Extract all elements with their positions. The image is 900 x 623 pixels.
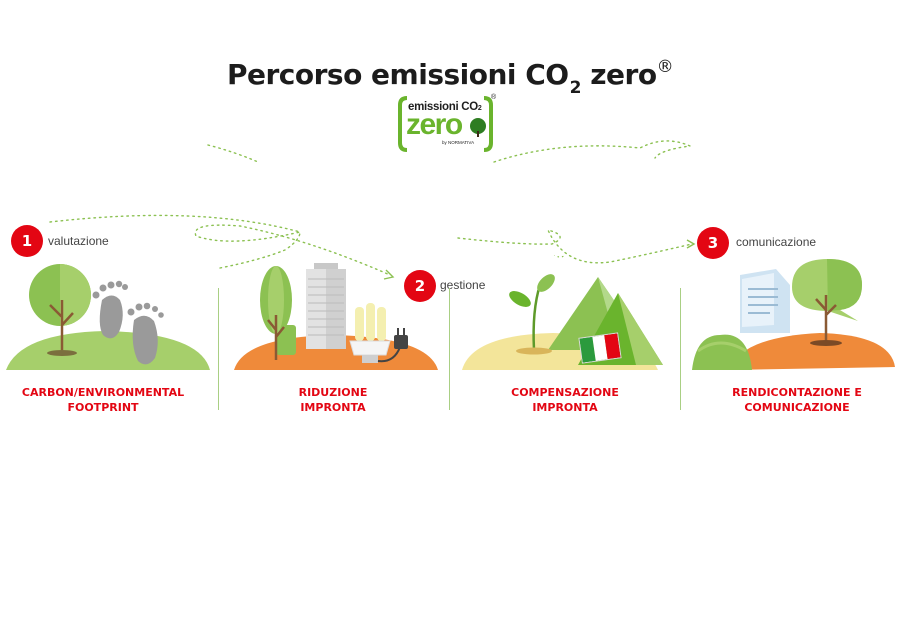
separator-3 bbox=[680, 288, 681, 410]
sprout-icon bbox=[509, 274, 555, 355]
title-main: Percorso emissioni CO bbox=[226, 58, 569, 91]
orange-hill bbox=[730, 333, 895, 370]
logo-registered-mark: ® bbox=[491, 94, 497, 101]
document-icon bbox=[740, 269, 790, 333]
connector-top-left bbox=[207, 144, 259, 163]
logo-text-top: emissioni CO2 bbox=[408, 101, 482, 113]
title-end: zero bbox=[580, 58, 657, 91]
title-subscript: 2 bbox=[569, 78, 582, 98]
bush-icon bbox=[692, 334, 752, 370]
caption-carbon-footprint: CARBON/ENVIRONMENTAL FOOTPRINT bbox=[21, 386, 185, 414]
caption-riduzione-impronta: RIDUZIONE IMPRONTA bbox=[298, 386, 368, 414]
building-icon bbox=[306, 263, 346, 349]
step-label-comunicazione: comunicazione bbox=[736, 235, 817, 249]
page-title: Percorso emissioni CO2 zero® bbox=[0, 57, 900, 98]
connector-1-to-2 bbox=[49, 214, 391, 276]
communication-scene bbox=[692, 259, 895, 370]
logo-tree-icon bbox=[470, 118, 486, 134]
registered-mark: ® bbox=[656, 57, 674, 77]
connector-top-right bbox=[493, 140, 693, 163]
footprints-icon bbox=[92, 280, 164, 365]
reduction-scene bbox=[234, 263, 438, 370]
emissioni-co2-zero-logo: emissioni CO2 zero by NORMATIVA ® bbox=[398, 94, 500, 152]
step-label-valutazione: valutazione bbox=[48, 234, 109, 248]
logo-byline: by NORMATIVA bbox=[442, 140, 475, 145]
speech-bubble-icon bbox=[792, 259, 862, 321]
logo-brackets bbox=[398, 96, 493, 152]
logo-text-zero: zero bbox=[406, 108, 463, 141]
green-hill bbox=[6, 331, 210, 370]
step-label-gestione: gestione bbox=[440, 278, 486, 292]
step-badge-1: 1 bbox=[11, 225, 43, 257]
compensation-scene bbox=[462, 255, 663, 370]
step-badge-2: 2 bbox=[404, 270, 436, 302]
step-badge-3: 3 bbox=[697, 227, 729, 259]
footprint-scene bbox=[6, 264, 210, 370]
energy-bulb-icon bbox=[349, 303, 391, 363]
arrowhead-to-step-2 bbox=[383, 269, 395, 280]
separator-2 bbox=[449, 288, 450, 410]
bubble-dots bbox=[553, 255, 567, 258]
connector-2-loop bbox=[219, 231, 301, 269]
separator-1 bbox=[218, 288, 219, 410]
plug-icon bbox=[377, 328, 408, 363]
caption-rendicontazione: RENDICONTAZIONE E COMUNICAZIONE bbox=[732, 386, 862, 414]
caption-compensazione-impronta: COMPENSAZIONE IMPRONTA bbox=[511, 386, 619, 414]
arrowhead-to-step-3 bbox=[686, 239, 696, 249]
